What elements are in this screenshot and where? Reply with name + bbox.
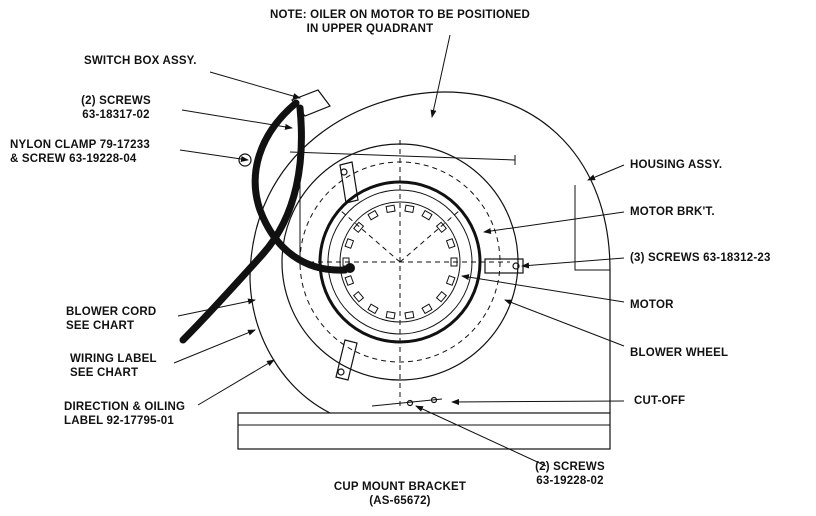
center-lines <box>289 140 516 410</box>
motor-slot <box>421 209 433 221</box>
leader-lines <box>173 34 625 467</box>
motor-slot <box>404 310 415 320</box>
nylon-clamp-label-line-2: & SCREW 63-19228-04 <box>10 153 137 165</box>
screws-2-lower-label-line-1: (2) SCREWS <box>535 461 605 473</box>
note-line-1: NOTE: OILER ON MOTOR TO BE POSITIONED <box>270 9 530 21</box>
wiring-label-line-1: WIRING LABEL <box>70 353 157 365</box>
cutoff-screws <box>371 396 443 407</box>
motor-slot <box>367 209 379 221</box>
motor-slot <box>344 275 355 286</box>
direction-label-line-1: DIRECTION & OILING <box>64 401 186 413</box>
switch-box-label: SWITCH BOX ASSY. <box>84 55 197 67</box>
screws-3-label: (3) SCREWS 63-18312-23 <box>630 252 771 264</box>
motor-slot <box>367 303 379 315</box>
motor-slot <box>353 291 365 303</box>
motor-slot <box>385 204 396 214</box>
motor-slot <box>404 204 415 214</box>
motor-slot <box>435 291 447 303</box>
screws-2-lower-label-line-2: 63-19228-02 <box>536 475 604 487</box>
motor-slot <box>421 303 433 315</box>
motor-slot <box>435 221 447 233</box>
nylon-clamp-label-line-1: NYLON CLAMP 79-17233 <box>10 139 150 151</box>
blower-cord-label-line-2: SEE CHART <box>66 320 135 332</box>
motor-slot <box>450 257 458 267</box>
note-line-2: IN UPPER QUADRANT <box>306 23 434 35</box>
cutoff-label: CUT-OFF <box>634 395 686 407</box>
motor-slot <box>344 238 355 249</box>
motor-slots <box>342 204 458 320</box>
cup-mount-bracket-label-line-2: (AS-65672) <box>369 495 431 507</box>
cup-mount-bracket-label-line-1: CUP MOUNT BRACKET <box>333 481 467 493</box>
blower-cord-label-line-1: BLOWER CORD <box>66 306 157 318</box>
wiring-label-line-2: SEE CHART <box>70 367 139 379</box>
screws-2-upper-label-line-1: (2) SCREWS <box>81 95 151 107</box>
motor-slot <box>385 310 396 320</box>
motor-label: MOTOR <box>630 299 674 311</box>
blower-wheel-label: BLOWER WHEEL <box>630 347 729 359</box>
direction-label-line-2: LABEL 92-17795-01 <box>64 415 174 427</box>
housing-label: HOUSING ASSY. <box>630 159 723 171</box>
motor-slot <box>353 221 365 233</box>
motor-slot <box>445 238 456 249</box>
motor-bracket-shapes <box>335 161 524 381</box>
motor-slot <box>445 275 456 286</box>
blower-cord <box>179 99 355 344</box>
screws-2-upper-label-line-2: 63-18317-02 <box>82 109 150 121</box>
motor-bracket-label: MOTOR BRK'T. <box>630 206 715 218</box>
cup-mount-bracket-shape <box>237 412 611 450</box>
